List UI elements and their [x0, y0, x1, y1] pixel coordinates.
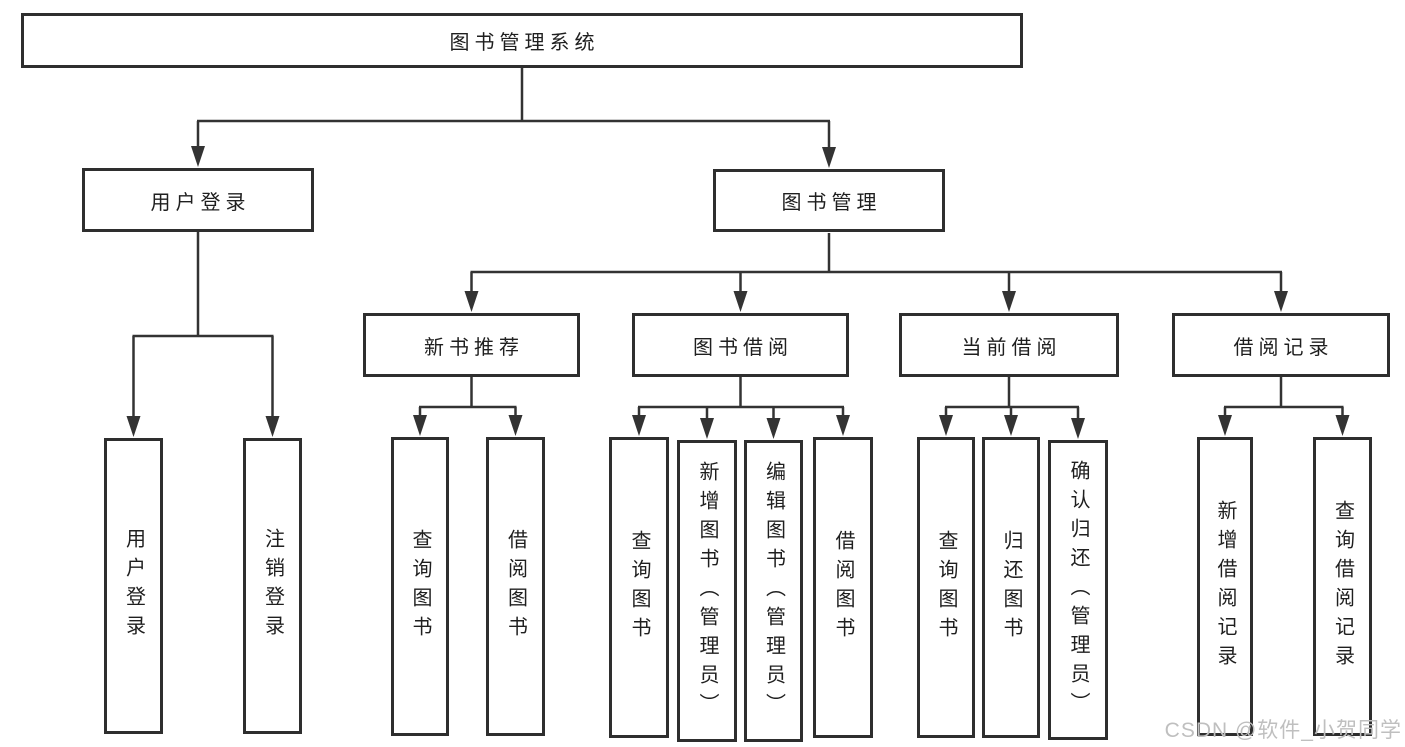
csdn-watermark: CSDN @软件_小贺同学	[1164, 719, 1402, 742]
node-label: 确认归还（管理员）	[1067, 459, 1089, 721]
node-label: 当前借阅	[961, 336, 1062, 359]
leaf-query-books-borrow: 查询图书	[609, 437, 669, 738]
node-label: 借阅图书	[504, 528, 527, 645]
node-label: 用户登录	[150, 191, 251, 214]
node-label: 借阅图书	[832, 529, 854, 646]
node-label: 新增图书（管理员）	[696, 460, 718, 722]
leaf-query-borrow-record: 查询借阅记录	[1313, 437, 1372, 736]
node-label: 注销登录	[261, 528, 284, 644]
node-label: 图书管理	[781, 192, 882, 214]
node-current-borrowing: 当前借阅	[899, 313, 1119, 377]
node-label: 新增借阅记录	[1214, 499, 1236, 674]
leaf-user-login: 用户登录	[104, 438, 163, 734]
node-label: 查询图书	[628, 529, 650, 646]
leaf-edit-book-admin: 编辑图书（管理员）	[744, 440, 803, 742]
node-label: 查询图书	[935, 529, 957, 646]
leaf-logout: 注销登录	[243, 438, 302, 734]
node-new-book-recommendation: 新书推荐	[363, 313, 580, 377]
node-label: 图书借阅	[693, 336, 793, 359]
node-label: 查询图书	[409, 528, 431, 645]
node-book-management: 图书管理	[713, 169, 945, 232]
leaf-borrow-books: 借阅图书	[813, 437, 873, 738]
leaf-query-books-current: 查询图书	[917, 437, 975, 738]
leaf-return-book: 归还图书	[982, 437, 1040, 738]
leaf-add-borrow-record: 新增借阅记录	[1197, 437, 1253, 736]
leaf-query-books-recommend: 查询图书	[391, 437, 449, 736]
node-label: 编辑图书（管理员）	[762, 460, 785, 722]
leaf-add-book-admin: 新增图书（管理员）	[677, 440, 737, 742]
node-label: 图书管理系统	[449, 32, 600, 54]
node-user-login: 用户登录	[82, 168, 314, 232]
leaf-borrow-books-recommend: 借阅图书	[486, 437, 545, 736]
node-book-borrowing: 图书借阅	[632, 313, 849, 377]
node-label: 查询借阅记录	[1331, 499, 1354, 674]
node-library-management-system: 图书管理系统	[21, 13, 1023, 68]
node-label: 归还图书	[1000, 529, 1022, 646]
node-label: 借阅记录	[1233, 336, 1334, 359]
leaf-confirm-return-admin: 确认归还（管理员）	[1048, 440, 1108, 740]
node-label: 用户登录	[122, 528, 145, 644]
node-borrowing-records: 借阅记录	[1172, 313, 1390, 377]
node-label: 新书推荐	[424, 336, 524, 359]
